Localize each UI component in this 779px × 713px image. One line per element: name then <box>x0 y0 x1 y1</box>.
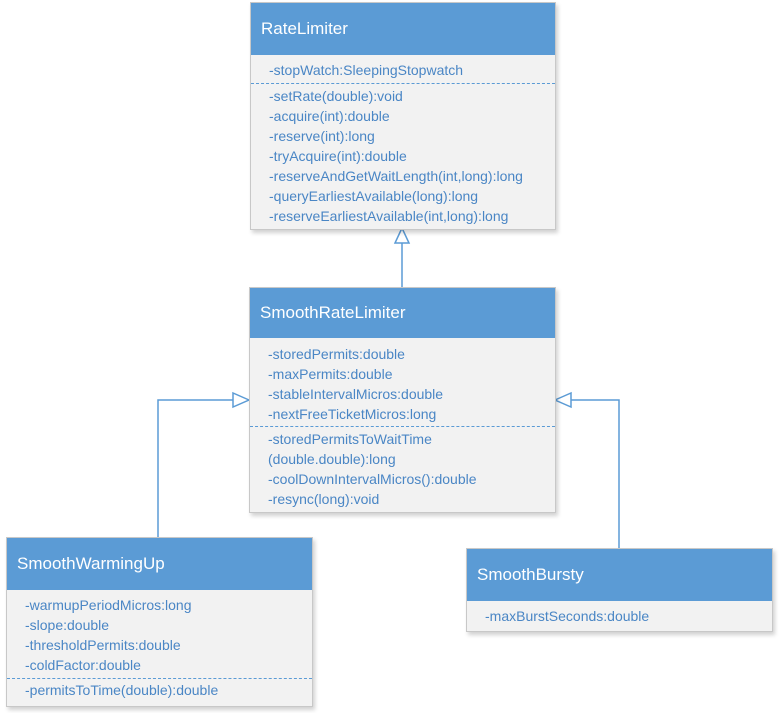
smooth-bursty-to-smooth-rate-limiter-line <box>571 399 620 548</box>
method: -reserveAndGetWaitLength(int,long):long <box>269 168 523 184</box>
class-smooth-bursty-title: SmoothBursty <box>467 549 772 601</box>
method: (double.double):long <box>268 451 396 467</box>
smooth-bursty-generalization-arrow <box>553 391 572 409</box>
attribute: -maxBurstSeconds:double <box>485 608 650 624</box>
class-rate-limiter-methods: -setRate(double):void -acquire(int):doub… <box>251 84 555 226</box>
method: -acquire(int):double <box>269 108 390 124</box>
attribute: -slope:double <box>25 617 110 633</box>
method: -resync(long):void <box>268 491 380 507</box>
method: -storedPermitsToWaitTime <box>268 431 432 447</box>
method: -coolDownIntervalMicros():double <box>268 471 477 487</box>
attribute: -maxPermits:double <box>268 366 393 382</box>
attribute: -thresholdPermits:double <box>25 637 181 653</box>
smooth-warming-up-generalization-arrow <box>232 391 251 409</box>
class-rate-limiter: RateLimiter -stopWatch:SleepingStopwatch… <box>250 2 556 230</box>
class-smooth-warming-up-title: SmoothWarmingUp <box>7 538 312 590</box>
class-smooth-rate-limiter-methods: -storedPermitsToWaitTime (double.double)… <box>250 427 555 509</box>
class-smooth-warming-up-attributes: -warmupPeriodMicros:long -slope:double -… <box>7 590 312 679</box>
class-smooth-bursty-attributes: -maxBurstSeconds:double <box>467 601 772 626</box>
method: -tryAcquire(int):double <box>269 148 407 164</box>
class-smooth-warming-up: SmoothWarmingUp -warmupPeriodMicros:long… <box>6 537 313 707</box>
class-smooth-warming-up-methods: -permitsToTime(double):double <box>7 679 312 700</box>
attribute: -storedPermits:double <box>268 346 405 362</box>
attribute: -stopWatch:SleepingStopwatch <box>269 62 464 78</box>
class-rate-limiter-attributes: -stopWatch:SleepingStopwatch <box>251 55 555 84</box>
attribute: -stableIntervalMicros:double <box>268 386 444 402</box>
attribute: -nextFreeTicketMicros:long <box>268 406 437 422</box>
smooth-warming-up-to-smooth-rate-limiter-line <box>157 399 234 537</box>
method: -setRate(double):void <box>269 88 403 104</box>
attribute: -warmupPeriodMicros:long <box>25 597 192 613</box>
method: -permitsToTime(double):double <box>25 682 219 698</box>
method: -queryEarliestAvailable(long):long <box>269 188 479 204</box>
method: -reserveEarliestAvailable(int,long):long <box>269 208 509 224</box>
class-smooth-bursty: SmoothBursty -maxBurstSeconds:double <box>466 548 773 632</box>
rate-limiter-generalization-arrow <box>393 226 411 244</box>
class-rate-limiter-title: RateLimiter <box>251 3 555 55</box>
attribute: -coldFactor:double <box>25 657 141 673</box>
method: -reserve(int):long <box>269 128 375 144</box>
class-smooth-rate-limiter-title: SmoothRateLimiter <box>250 288 555 338</box>
class-smooth-rate-limiter: SmoothRateLimiter -storedPermits:double … <box>249 287 556 513</box>
class-smooth-rate-limiter-attributes: -storedPermits:double -maxPermits:double… <box>250 338 555 427</box>
